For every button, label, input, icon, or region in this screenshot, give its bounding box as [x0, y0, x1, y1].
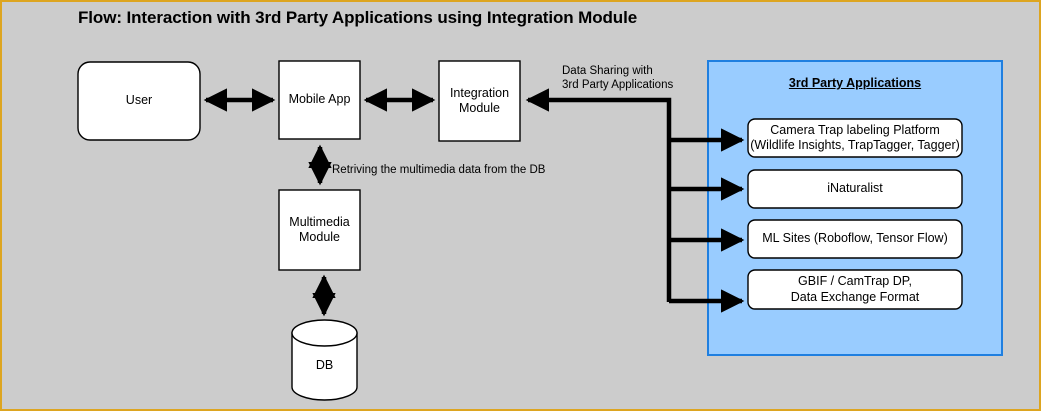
page-title: Flow: Interaction with 3rd Party Applica… [78, 8, 638, 27]
node-integration-module-shape[interactable] [438, 60, 521, 142]
node-multimedia-module-shape[interactable] [278, 189, 361, 271]
edge-apps-to-integration-trunk [525, 88, 672, 302]
node-db-shape[interactable] [291, 319, 358, 401]
app-box-ml-sites[interactable] [747, 219, 963, 259]
edge-label-retrieve-multimedia: Retriving the multimedia data from the D… [332, 164, 546, 176]
app-box-gbif[interactable] [747, 269, 963, 310]
app-box-camera-trap[interactable] [747, 118, 963, 158]
app-box-inaturalist[interactable] [747, 169, 963, 209]
node-mobile-app-shape[interactable] [278, 60, 361, 140]
edge-label-data-sharing: Data Sharing with 3rd Party Applications [562, 65, 674, 92]
node-user-shape[interactable] [77, 61, 201, 141]
panel-heading-third-party-applications: 3rd Party Applications [788, 76, 922, 90]
